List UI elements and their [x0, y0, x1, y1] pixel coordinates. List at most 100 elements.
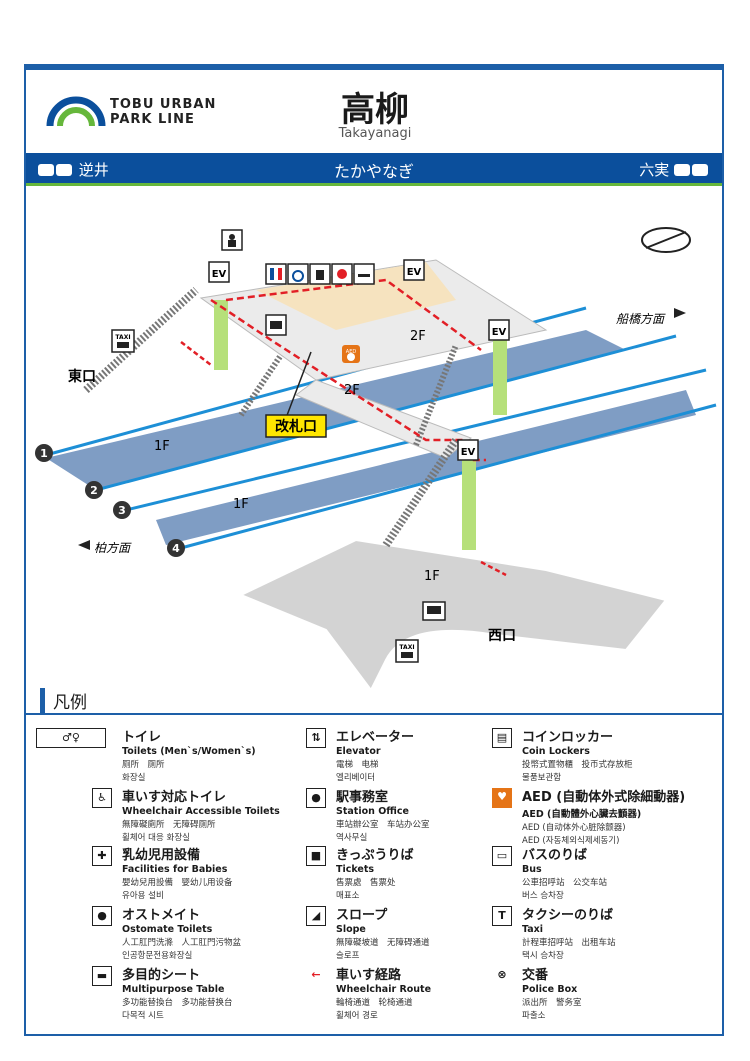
legend-item-en: Wheelchair Route [336, 984, 432, 995]
floor-label-1f-plaza: 1F [424, 569, 440, 584]
station-map: EV EV EV EV TAXI TAXI AED 改札口 2F 2F 1F 1… [35, 227, 717, 690]
legend-item-jp: タクシーのりば [522, 908, 614, 923]
floor-label-2f-bridge: 2F [344, 383, 360, 398]
legend-item-zh: 輪椅通道 轮椅通道 [336, 998, 413, 1008]
legend-title: 凡例 [40, 688, 87, 713]
station-office-icon: ● [306, 788, 326, 808]
legend-item-ko: 다목적 시트 [122, 1011, 164, 1021]
legend-item-zh: 計程車招呼站 出租车站 [522, 938, 616, 948]
logo-line1: TOBU URBAN [110, 97, 217, 112]
svg-text:EV: EV [492, 327, 507, 338]
legend-item-text: AED (自動体外式除細動器)AED (自動體外心臟去顫器)AED (自动体外心… [522, 786, 685, 846]
floor-label-1f-platform-b: 1F [233, 497, 249, 512]
direction-funabashi: 船橋方面 [616, 312, 666, 326]
station-name-kana: たかやなぎ [333, 162, 414, 181]
legend-item-jp: 車いす経路 [336, 968, 402, 983]
elevator-shaft-east [214, 300, 228, 370]
station-office-icon [221, 229, 243, 251]
station-name: 高柳 [341, 90, 409, 130]
legend-item-zh: 公車招呼站 公交车站 [522, 878, 608, 888]
wheelchair-route-icon: ← [306, 966, 326, 986]
legend-item-jp: スロープ [336, 908, 388, 923]
legend-item-ko: 버스 승차장 [522, 891, 564, 901]
elevator-icon: EV [457, 439, 479, 461]
legend-item-jp: コインロッカー [522, 730, 614, 745]
elevator-icon: EV [488, 319, 510, 341]
route-arrow-east [180, 341, 212, 366]
legend-item-zh: 無障礙廁所 无障碍厕所 [122, 820, 216, 830]
legend-item-en: Coin Lockers [522, 746, 590, 757]
legend-item-jp: AED (自動体外式除細動器) [522, 790, 686, 805]
legend-item-en: Toilets (Men`s/Women`s) [122, 746, 256, 757]
track-number-2: 2 [85, 481, 103, 499]
legend-item-jp: 車いす対応トイレ [122, 790, 227, 805]
locker-icon: ▤ [492, 728, 512, 748]
legend-item-zh: 售票處 售票处 [336, 878, 396, 888]
legend-item-ko: 물품보관함 [522, 773, 562, 783]
legend-item-zh: 無障礙坡道 无障碍通道 [336, 938, 430, 948]
legend-item-zh: 厕所 厕所 [122, 760, 165, 770]
legend-item-ko: 매표소 [336, 891, 360, 901]
legend-item-zh: AED (自动体外心脏除颤器) [522, 823, 626, 833]
direction-funabashi-arrow [674, 308, 686, 318]
ticket-icon [265, 314, 287, 336]
legend-item-jp: エレベーター [336, 730, 415, 745]
track-number-3: 3 [113, 501, 131, 519]
floor-label-2f-concourse: 2F [410, 329, 426, 344]
legend-item-en: Station Office [336, 806, 409, 817]
legend-divider [26, 713, 722, 715]
legend-item-en: Ostomate Toilets [122, 924, 213, 935]
legend-item-zh: 派出所 警务室 [522, 998, 582, 1008]
legend-item-ko: 슬로프 [336, 951, 360, 961]
legend-item-en: Multipurpose Table [122, 984, 225, 995]
legend-item-jp: 乳幼児用設備 [122, 848, 201, 863]
platform-3-4 [156, 390, 696, 545]
svg-text:EV: EV [212, 269, 227, 280]
police-icon: ⊗ [492, 966, 512, 986]
legend-item-ko: 역사무실 [336, 833, 368, 843]
bus-icon: ▭ [492, 846, 512, 866]
train-icon [56, 164, 72, 176]
legend-item-jp: 多目的シート [122, 968, 201, 983]
previous-station-name: 逆井 [78, 161, 109, 179]
elevator-icon: EV [208, 261, 230, 283]
wheelchair-toilet-icon [287, 263, 309, 285]
compass-icon [641, 227, 691, 253]
legend-item-en: Elevator [336, 746, 381, 757]
legend-item-ko: 파출소 [522, 1011, 546, 1021]
aed-icon: AED [342, 345, 360, 363]
legend-item-en: Police Box [522, 984, 578, 995]
west-plaza [238, 538, 668, 690]
svg-text:TAXI: TAXI [399, 644, 414, 651]
legend-item-en: Bus [522, 864, 542, 875]
elevator-icon: ⇅ [306, 728, 326, 748]
platform-stairs-1 [238, 353, 284, 417]
track-4 [180, 403, 717, 550]
legend-item-ko: 인공항문전용화장실 [122, 951, 193, 961]
legend-item-jp: トイレ [122, 730, 162, 745]
taxi-icon: TAXI [395, 639, 419, 663]
baby-icon [331, 263, 353, 285]
elevator-shaft-platform [493, 340, 507, 415]
train-icon [692, 164, 708, 176]
baby-icon: ✚ [92, 846, 112, 866]
legend-item-en: Facilities for Babies [122, 864, 228, 875]
line-bar: 逆井 たかやなぎ 六実 [26, 153, 722, 186]
slope-icon: ◢ [306, 906, 326, 926]
multipurpose-table-icon [353, 263, 375, 285]
wheelchair-toilet-icon: ♿ [92, 788, 112, 808]
legend-item-jp: 駅事務室 [336, 790, 389, 805]
train-icon [38, 164, 54, 176]
legend-item-zh: 多功能替換台 多功能替换台 [122, 998, 233, 1008]
next-station-name: 六実 [639, 161, 670, 179]
elevator-shaft-west [462, 460, 476, 550]
gate-label: 改札口 [275, 418, 317, 435]
elevator-icon: EV [403, 259, 425, 281]
